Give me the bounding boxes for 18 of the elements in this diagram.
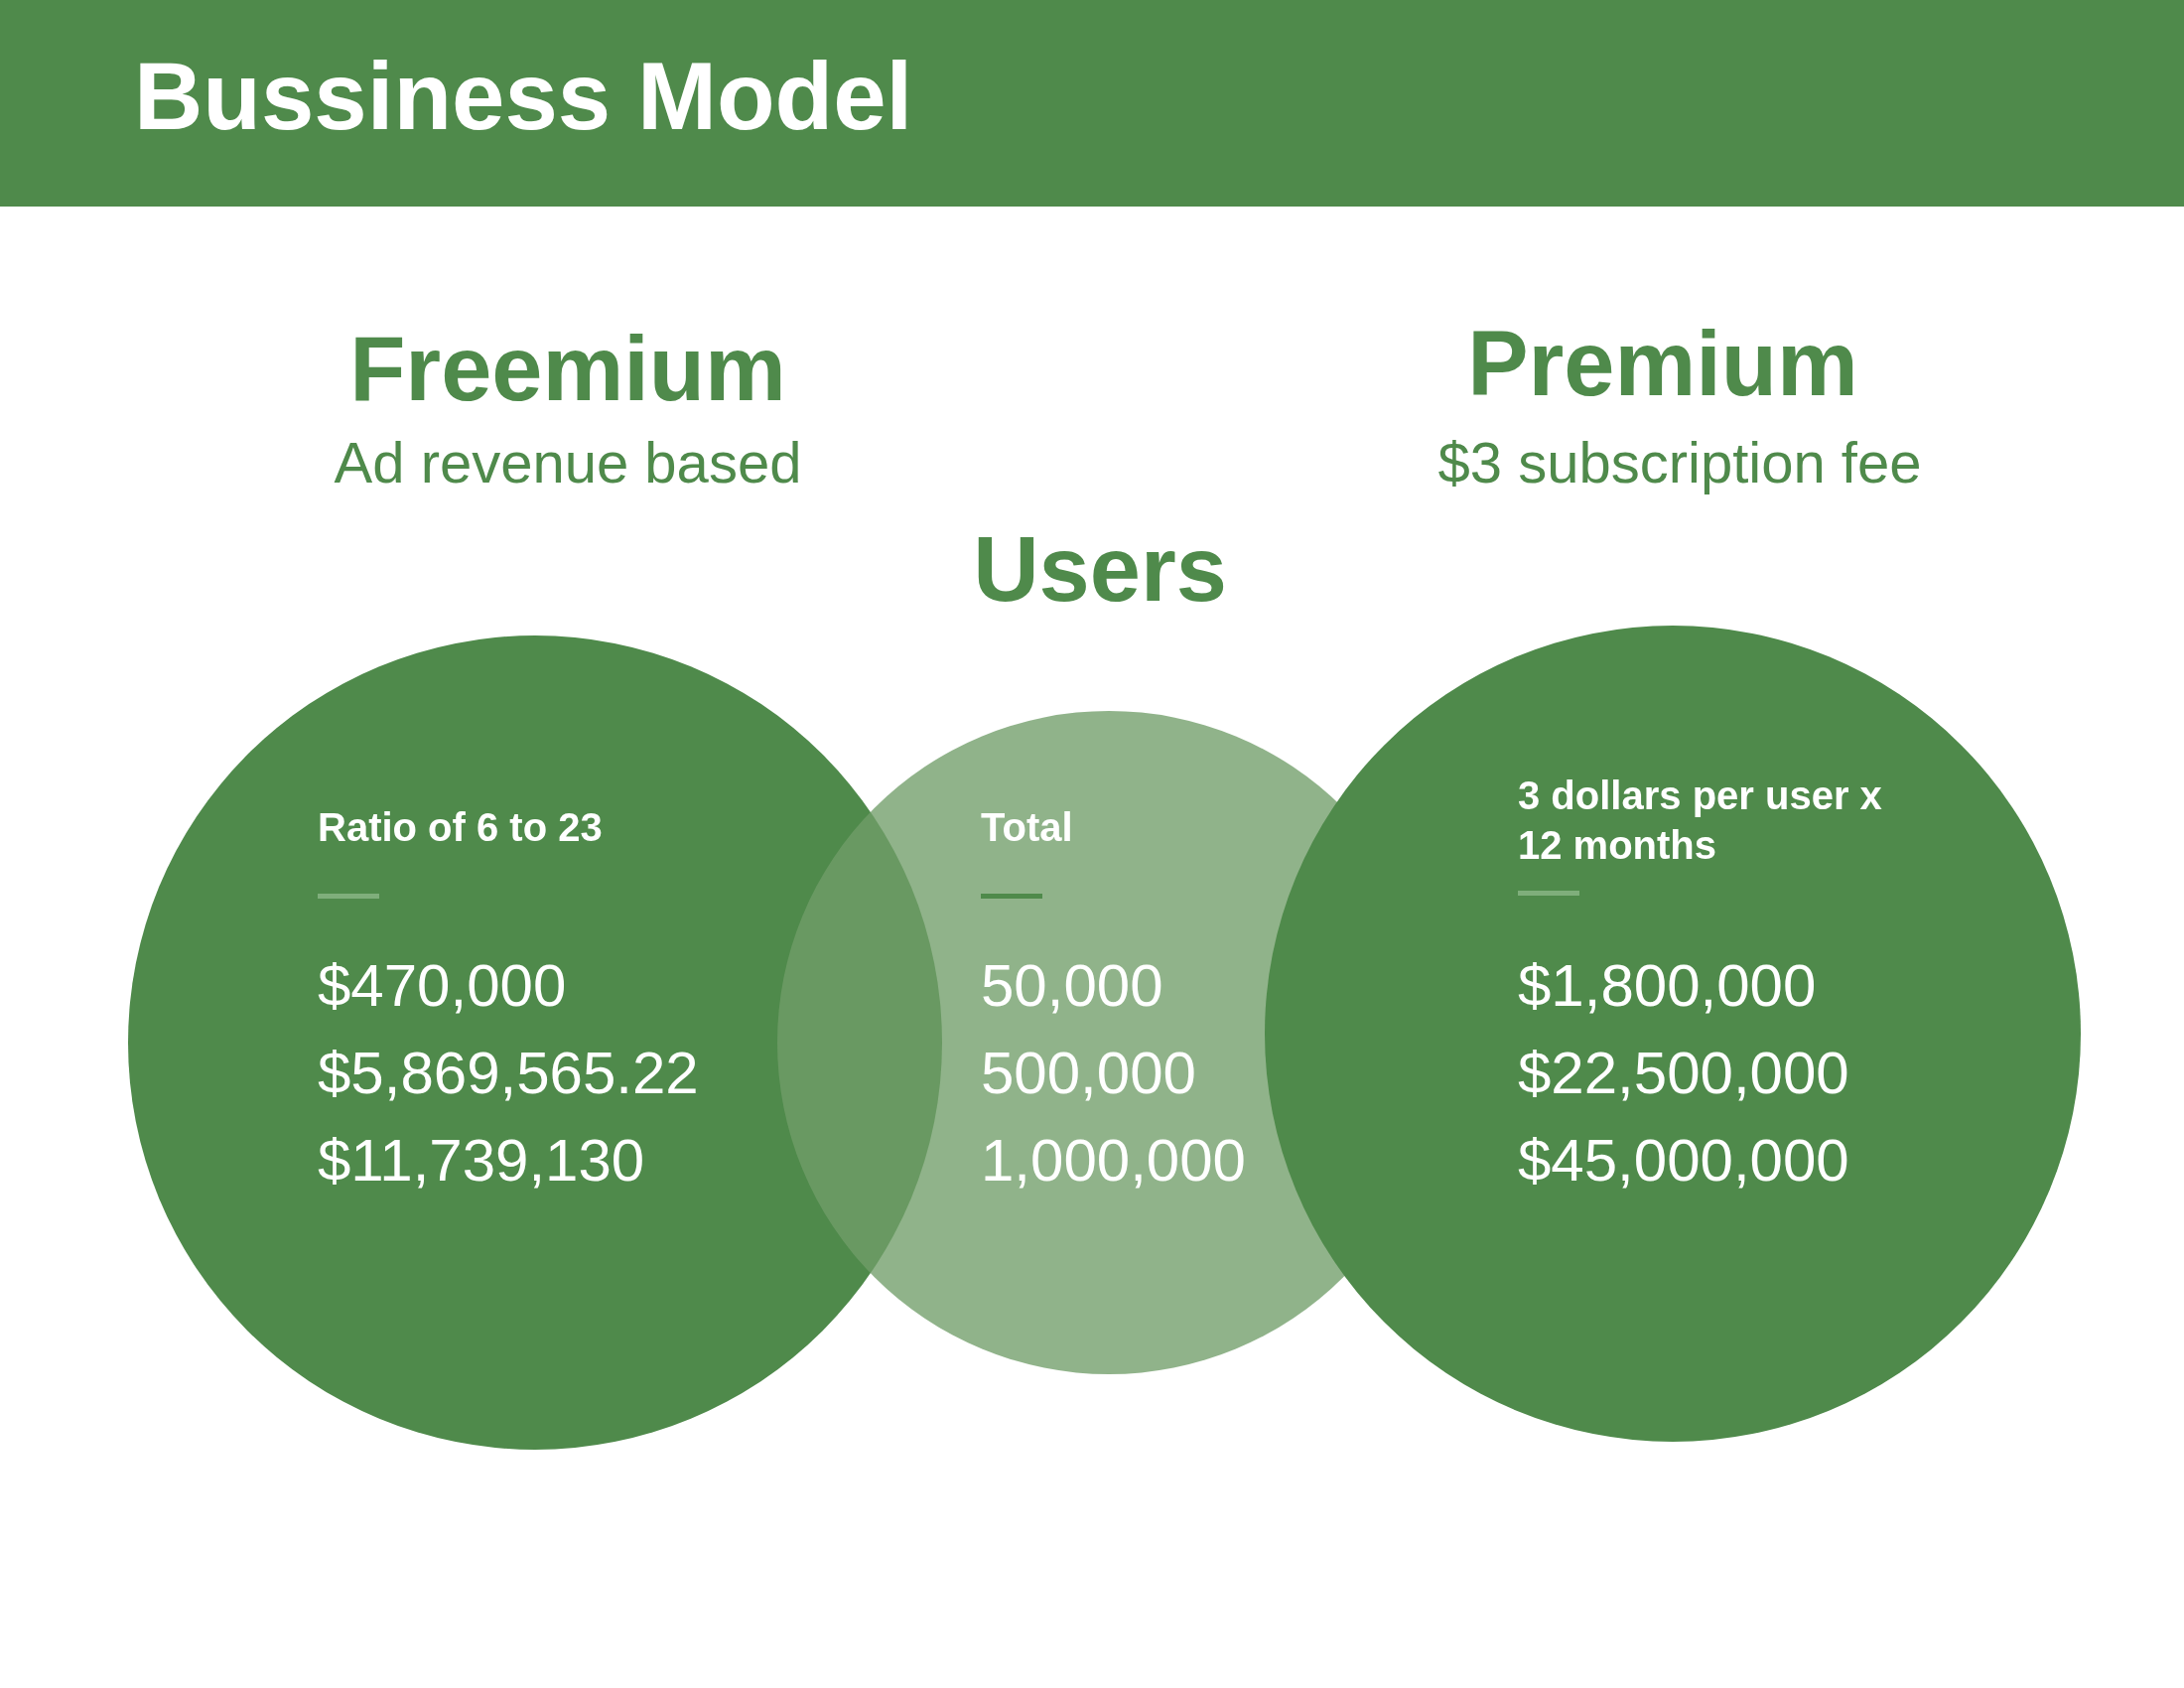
value-text: $5,869,565.22 [318, 1039, 700, 1107]
subtitle: Ad revenue based [333, 429, 803, 495]
value-text: 500,000 [981, 1039, 1197, 1107]
label-text: Ratio of 6 to 23 [318, 804, 604, 850]
heading: Users [972, 517, 1228, 622]
value-text: $45,000,000 [1518, 1126, 1850, 1195]
value-text: 1,000,000 [981, 1126, 1247, 1195]
value-text: $1,800,000 [1518, 951, 1818, 1020]
value-text: $470,000 [318, 951, 568, 1020]
label-text: Total [981, 804, 1074, 850]
heading: Freemium [348, 317, 787, 421]
heading: Premium [1466, 312, 1859, 416]
label-text: 3 dollars per user x 12 months [1518, 773, 1883, 869]
page-title: Bussiness Model [134, 42, 913, 151]
value-text: $11,739,130 [318, 1126, 646, 1195]
value-text: $22,500,000 [1518, 1039, 1850, 1107]
subtitle: $3 subscription fee [1436, 429, 1923, 495]
value-text: 50,000 [981, 951, 1164, 1020]
